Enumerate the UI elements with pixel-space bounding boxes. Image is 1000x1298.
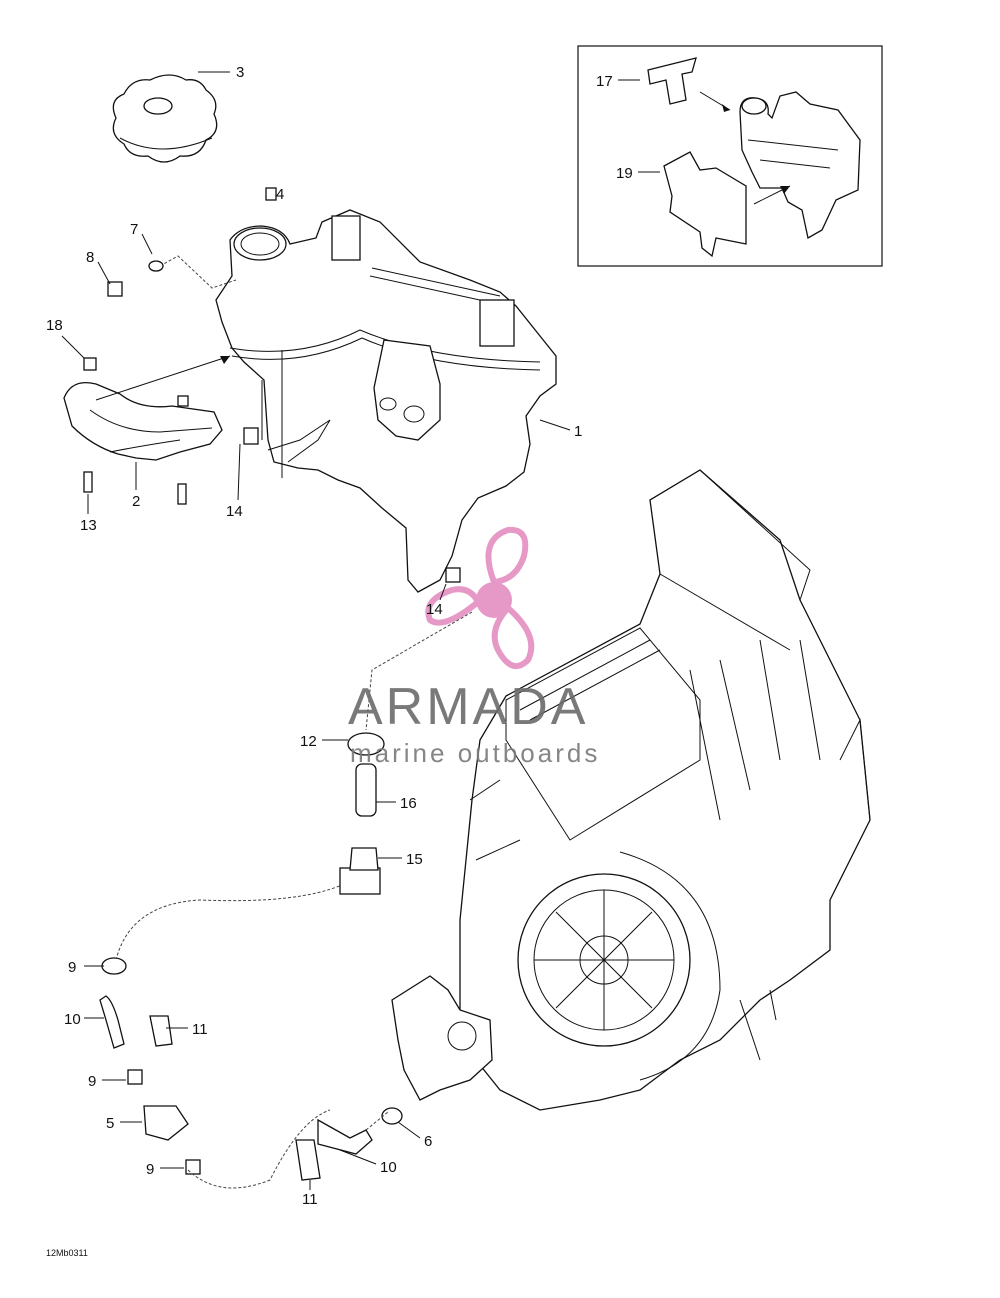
callout-16: 16 — [400, 795, 417, 812]
hose-routing — [99, 732, 389, 1189]
heat-shield — [63, 355, 231, 461]
figure-code: 12Mb0311 — [46, 1248, 88, 1258]
callout-14-lower: 14 — [426, 601, 443, 618]
callout-10-b: 10 — [380, 1159, 397, 1176]
callout-11-a: 11 — [192, 1021, 208, 1038]
watermark-brand: ARMADA — [348, 678, 588, 736]
callout-2: 2 — [132, 493, 140, 510]
callout-13: 13 — [80, 517, 97, 534]
inset-detail-box — [577, 45, 883, 267]
dashed-guide-12 — [365, 611, 473, 731]
filler-cap — [112, 74, 218, 163]
hardware — [83, 187, 461, 583]
callout-8: 8 — [86, 249, 94, 266]
callout-17: 17 — [596, 73, 613, 90]
callout-19: 19 — [616, 165, 633, 182]
callout-18: 18 — [46, 317, 63, 334]
callouts: 3 4 7 8 18 1 2 13 14 14 17 19 12 16 15 9… — [46, 64, 633, 1208]
callout-9-c: 9 — [146, 1161, 154, 1178]
callout-15: 15 — [406, 851, 423, 868]
dashed-guide-7 — [159, 255, 237, 289]
callout-10-a: 10 — [64, 1011, 81, 1028]
callout-9-a: 9 — [68, 959, 76, 976]
callout-9-b: 9 — [88, 1073, 96, 1090]
watermark-tagline: marine outboards — [350, 738, 600, 768]
watermark: ARMADA marine outboards — [348, 526, 600, 768]
propeller-logo-icon — [425, 526, 535, 670]
callout-6: 6 — [424, 1133, 432, 1150]
callout-14-upper: 14 — [226, 503, 243, 520]
callout-1: 1 — [574, 423, 582, 440]
leader-lines — [61, 71, 660, 1190]
callout-12: 12 — [300, 733, 317, 750]
engine-block — [459, 469, 871, 1111]
callout-11-b: 11 — [302, 1191, 318, 1208]
callout-5: 5 — [106, 1115, 114, 1132]
oil-pump — [381, 975, 493, 1125]
callout-7: 7 — [130, 221, 138, 238]
callout-3: 3 — [236, 64, 244, 81]
oil-tank — [215, 209, 557, 593]
callout-4: 4 — [276, 186, 284, 203]
